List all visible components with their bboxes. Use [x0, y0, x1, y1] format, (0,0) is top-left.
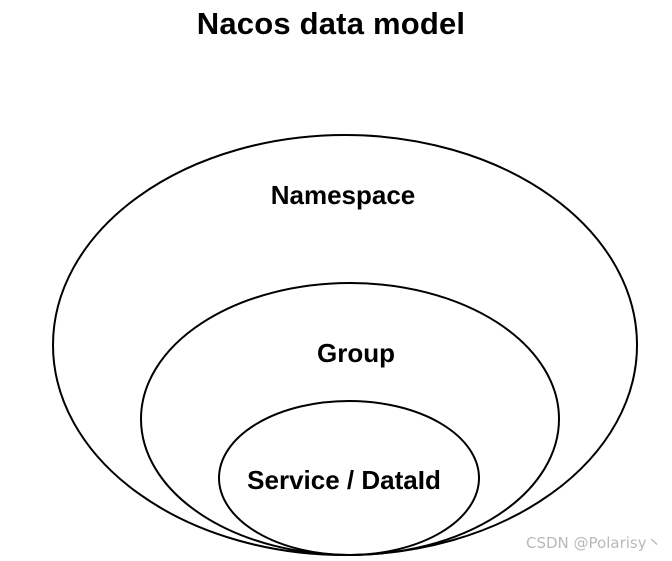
namespace-label: Namespace — [271, 180, 416, 210]
service-dataid-label: Service / DataId — [247, 465, 441, 495]
diagram-title: Nacos data model — [196, 6, 466, 41]
watermark: CSDN @Polarisy丶 — [526, 534, 662, 552]
service-dataid-ellipse — [218, 400, 480, 556]
group-ellipse — [140, 282, 560, 556]
group-label: Group — [317, 338, 395, 368]
